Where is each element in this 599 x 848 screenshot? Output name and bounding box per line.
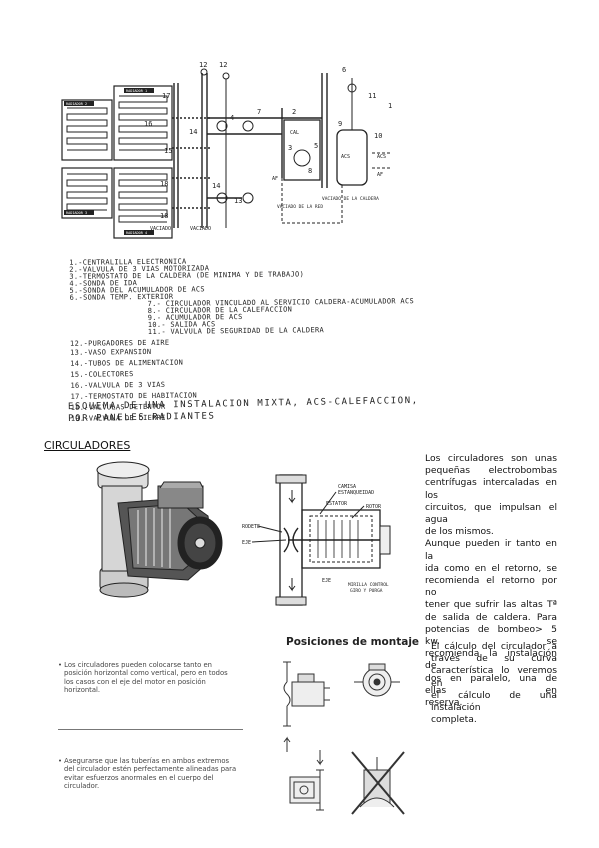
cutaway-label: CAMISA [338, 484, 356, 490]
cutaway-label: ESTANQUEIDAD [338, 490, 374, 496]
text-line: dos en paralelo, una de ellas en [425, 672, 557, 696]
mount-vertical-ok [283, 661, 330, 752]
note-line: circulador. [64, 782, 100, 791]
text-line: reserva. [425, 697, 463, 709]
text-line: pequeñas electrobombas [425, 465, 557, 477]
point-number: 7 [257, 108, 261, 116]
point-number: 10 [374, 132, 382, 140]
note-line: del circulador estén perfectamente aline… [64, 765, 237, 774]
cutaway-label: EJE [322, 578, 331, 584]
mount-incorrect [351, 751, 405, 815]
text-line: través de su curva [431, 653, 557, 665]
text-line: Los circuladores son unas [425, 453, 557, 464]
mounting-positions-title: Posiciones de montaje [286, 636, 420, 648]
section-title: CIRCULADORES [44, 439, 131, 452]
point-number: 14 [212, 182, 220, 190]
point-number: 16 [144, 120, 152, 128]
point-number: 11 [368, 92, 376, 100]
text-line: ida como en el retorno, se [425, 562, 557, 574]
svg-text:ACS: ACS [341, 154, 350, 160]
text-line: recomienda el retorno por no [425, 575, 557, 599]
text-line: El cálculo del circulador a [431, 641, 557, 652]
text-line: completa. [431, 714, 477, 726]
circulators-description: Los circuladores son unas pequeñas elect… [425, 453, 557, 709]
point-number: 13 [234, 197, 242, 205]
radiator-panel-1: RADIADOR 1 [113, 85, 173, 161]
note-line: los casos con el eje del motor en posici… [64, 677, 206, 686]
svg-text:CAL: CAL [290, 130, 299, 136]
note-line: • Asegurarse que las tuberías en ambos e… [58, 757, 230, 765]
radiator-panel-2: RADIADOR 2 [61, 99, 113, 161]
mounting-position-diagrams [283, 661, 405, 815]
cutaway-label: EJE [242, 540, 251, 546]
point-number: 9 [338, 120, 342, 128]
point-number: 14 [189, 128, 197, 136]
point-number: 1 [388, 102, 392, 110]
text-line: el cálculo de una instalación [431, 689, 557, 714]
side-label: AF [377, 172, 383, 178]
radiator-label: RADIADOR 2 [66, 102, 87, 106]
text-line: característica lo veremos en [431, 665, 557, 689]
point-number: 17 [162, 92, 170, 100]
drain-label: VACIADO DE LA RED [277, 204, 323, 210]
text-line: potencias de bombeo> 5 kw. se [425, 623, 557, 648]
purge-valves [200, 68, 230, 228]
mount-vertical-arrow [289, 750, 324, 811]
note-line: posición horizontal como vertical, pero … [64, 669, 228, 678]
cutaway-label: ROTOR [366, 504, 382, 510]
side-label: ACS [377, 154, 386, 160]
point-number: 12 [219, 61, 227, 69]
note-line: evitar esfuerzos anormales en el cuerpo … [64, 773, 214, 782]
text-line: centrífugas intercaladas en los [425, 477, 557, 501]
point-number: 18 [160, 180, 168, 188]
note-line: • Los circuladores pueden colocarse tant… [58, 661, 212, 669]
control-wiring [281, 152, 392, 224]
text-line: Aunque pueden ir tanto en la [425, 538, 557, 562]
text-line: de los mismos. [425, 526, 494, 538]
heating-installation-schematic: RADIADOR 2 RADIADOR 1 RADIADOR 3 RADIADO… [61, 61, 392, 239]
drain-label: VACIADO [190, 226, 211, 232]
radiator-label: RADIADOR 4 [126, 231, 147, 235]
point-number: 18 [160, 212, 168, 220]
point-number: 8 [308, 167, 312, 175]
divider [58, 729, 243, 730]
note-line: horizontal. [64, 686, 101, 695]
side-label: AF [272, 176, 278, 182]
point-number: 3 [288, 144, 292, 152]
drain-label: VACIADO [150, 226, 171, 232]
mounting-note-1: • Los circuladores pueden colocarse tant… [58, 661, 248, 695]
radiator-label: RADIADOR 3 [66, 211, 87, 215]
collectors [172, 73, 212, 228]
radiator-panel-4: RADIADOR 4 [113, 167, 173, 239]
point-number: 4 [230, 114, 234, 122]
radiator-label: RADIADOR 1 [126, 89, 147, 93]
acs-accumulator: ACS [336, 78, 368, 186]
point-number: 5 [314, 142, 318, 150]
point-number: 2 [292, 108, 296, 116]
text-line: tener que sufrir las altas Tª [425, 599, 557, 611]
boiler: CAL [283, 119, 321, 181]
cutaway-label: ESTATOR [326, 501, 348, 507]
circulator-pumps [216, 120, 254, 204]
circulator-calculation-note: El cálculo del circulador a través de su… [431, 641, 557, 726]
point-number: 6 [342, 66, 346, 74]
mount-horizontal-ok [354, 663, 400, 697]
text-line: recomienda la instalación de [425, 648, 557, 672]
text-line: de salida de caldera. Para [425, 611, 557, 623]
drain-label: VACIADO DE LA CALDERA [322, 196, 379, 202]
cutaway-label: GIRO Y PURGA [350, 588, 383, 594]
point-number: 15 [164, 147, 172, 155]
cutaway-label: RODETE [242, 524, 260, 530]
cutaway-label: MIRILLA CONTROL [348, 582, 389, 588]
supply-pipes [207, 73, 328, 199]
text-line: circuitos, que impulsan el agua [425, 501, 557, 526]
mounting-note-2: • Asegurarse que las tuberías en ambos e… [58, 757, 248, 791]
circulator-cutaway-drawing: CAMISA ESTANQUEIDAD ESTATOR ROTOR RODETE… [242, 474, 391, 606]
point-number: 12 [199, 61, 207, 69]
circulator-pump-illustration [96, 461, 223, 598]
radiator-panel-3: RADIADOR 3 [61, 167, 113, 219]
